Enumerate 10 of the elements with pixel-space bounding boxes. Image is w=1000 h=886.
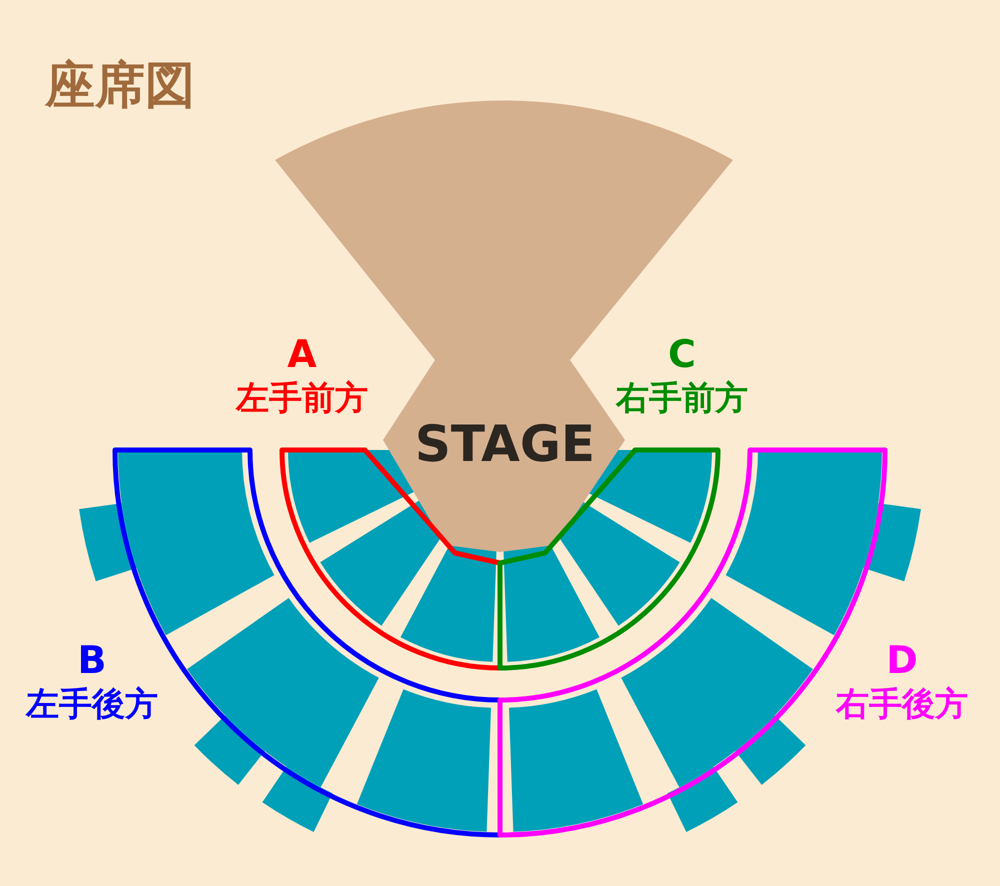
zone-name: 右手前方 [616, 377, 748, 419]
title: 座席図 [45, 55, 195, 116]
zone-name: 左手前方 [236, 377, 368, 419]
zone-name: 左手後方 [26, 683, 158, 725]
zone-letter: D [886, 638, 918, 682]
stage-label: STAGE [414, 415, 596, 473]
zone-letter: A [287, 332, 317, 376]
zone-letter: C [668, 332, 696, 376]
zone-name: 右手後方 [836, 683, 968, 725]
zone-letter: B [78, 638, 106, 682]
